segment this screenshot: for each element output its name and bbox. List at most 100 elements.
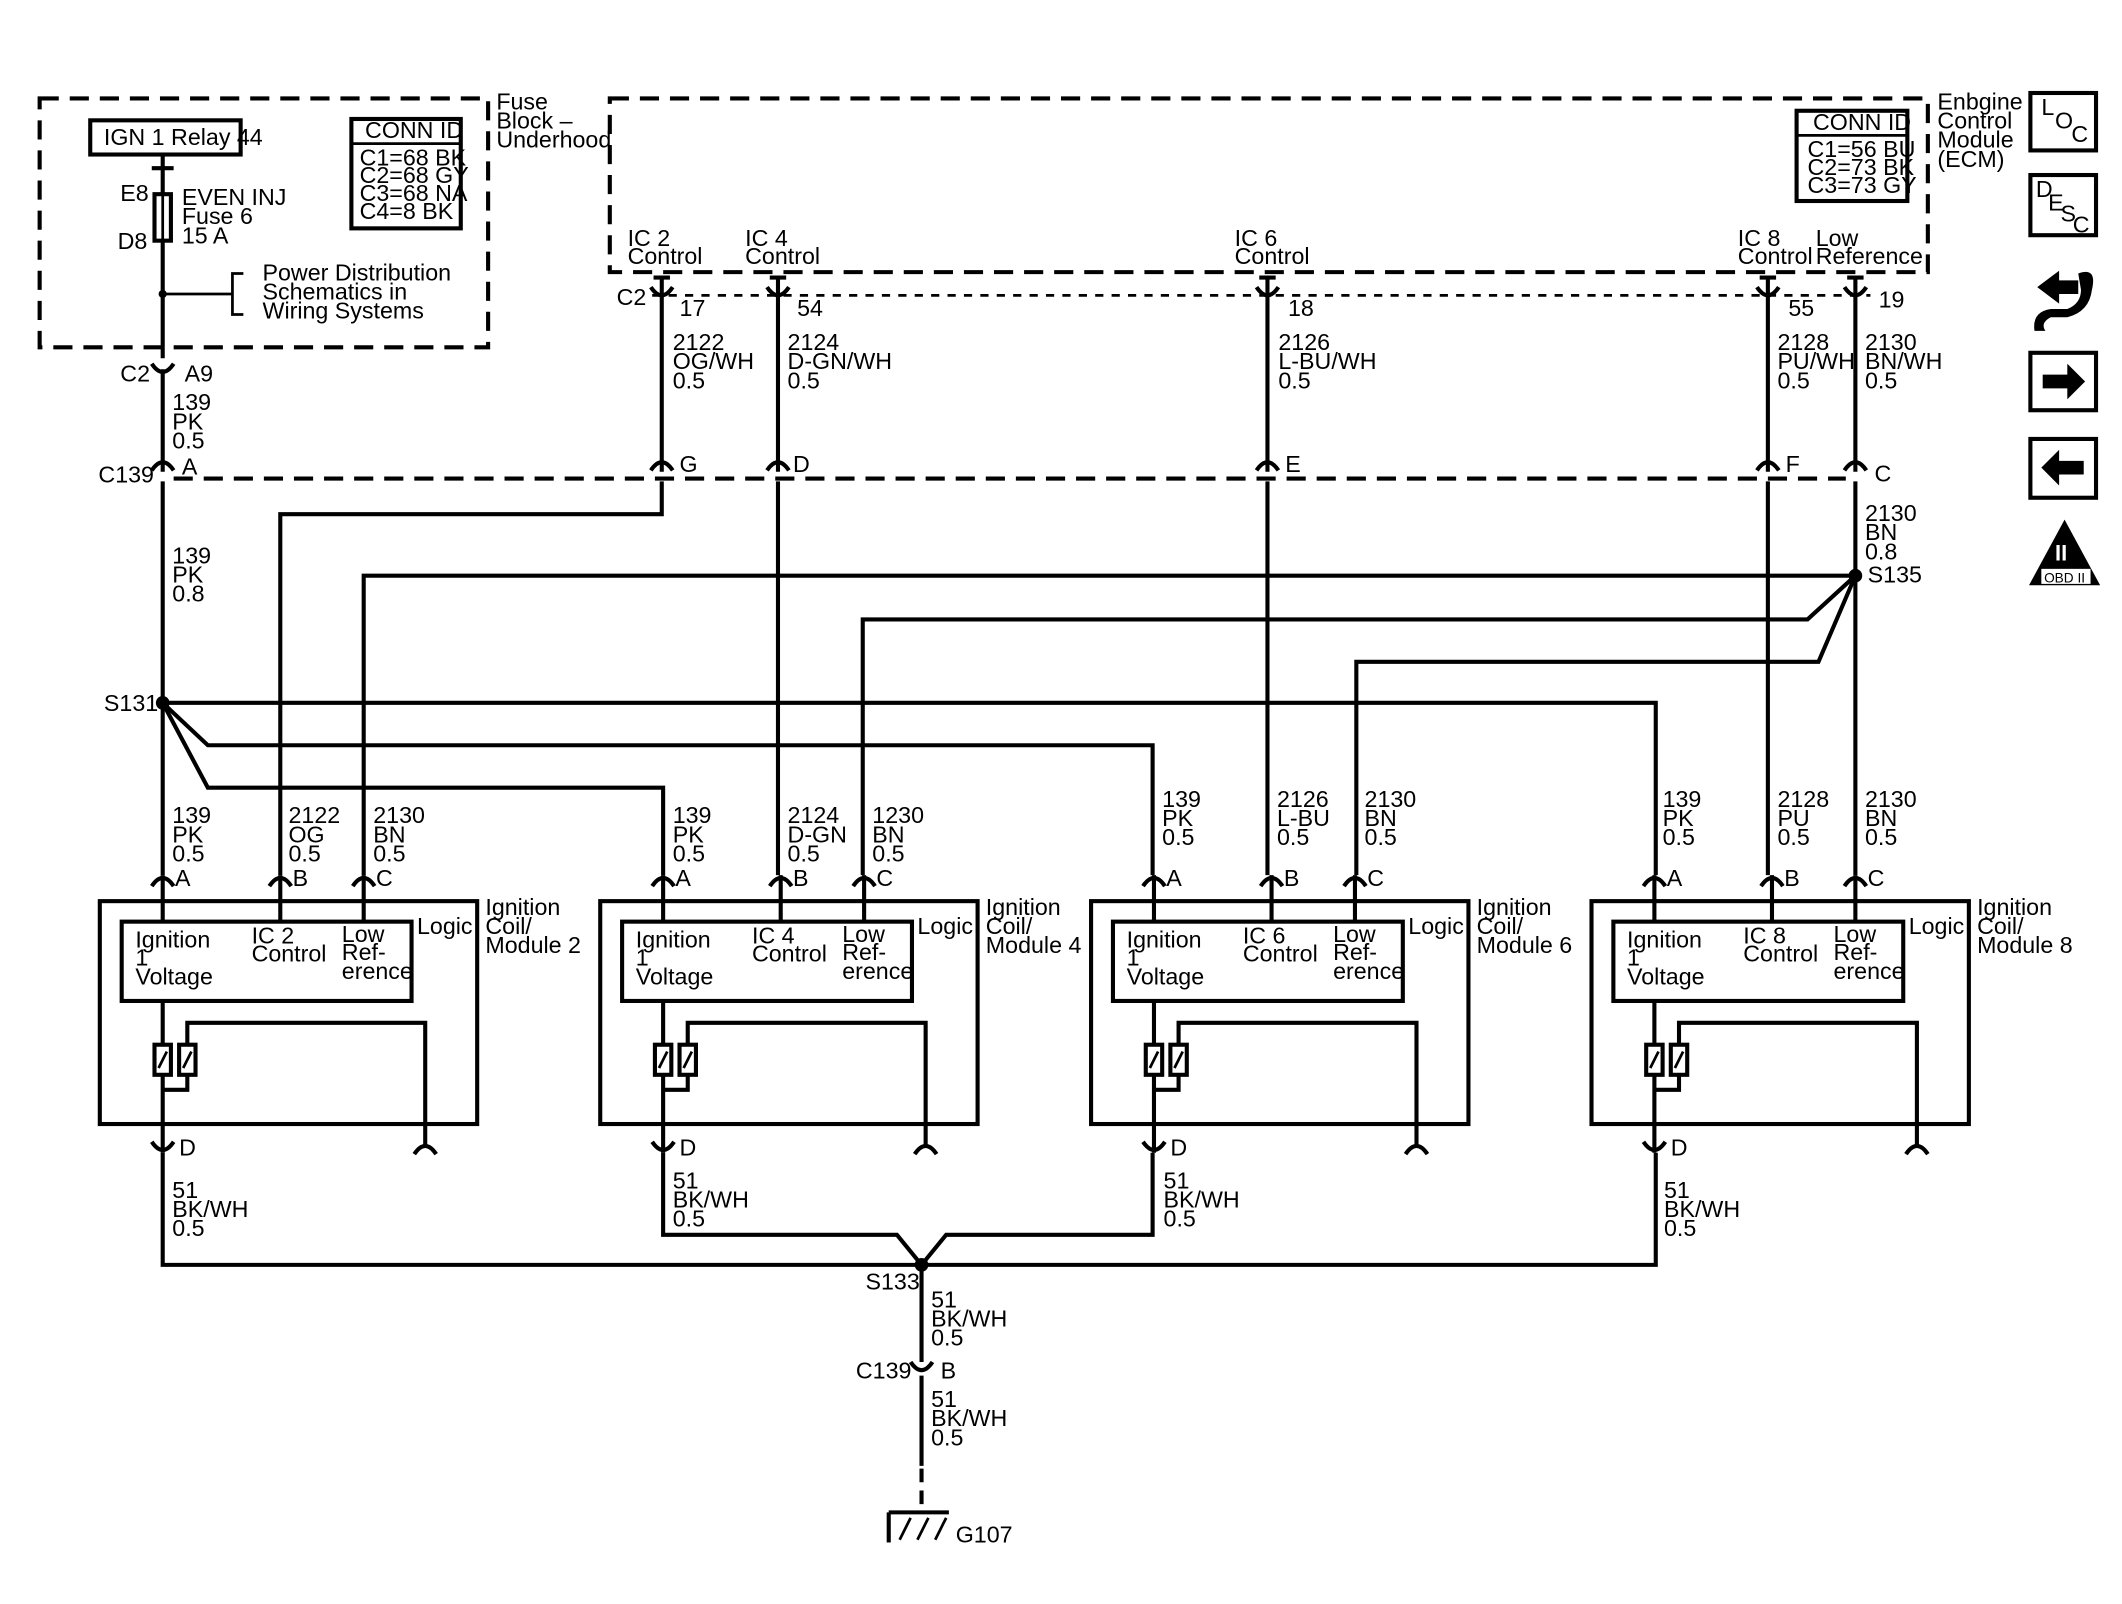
- fuse-conn-id-row: C1=68 BK: [360, 144, 467, 170]
- wire-label: BN: [872, 821, 904, 847]
- coil-inner-label: Ignition: [135, 927, 210, 953]
- wire-label: 139: [172, 542, 211, 568]
- coil-inner-label: Ref-: [842, 939, 886, 965]
- fuse-rating: 15 A: [182, 222, 229, 248]
- ecm-pin-name: Control: [745, 243, 820, 269]
- coil-pin-letter: C: [876, 865, 893, 891]
- loc-icon[interactable]: L O C: [2028, 90, 2099, 153]
- coil-pin-letter: A: [175, 865, 191, 891]
- ecm-title-3: Module: [1937, 127, 2013, 153]
- ecm-pin-name: Control: [1738, 243, 1813, 269]
- obd-ii-icon[interactable]: II OBD II: [2029, 519, 2101, 586]
- relay-label: IGN 1 Relay 44: [104, 124, 263, 150]
- wire-label: 2122: [288, 802, 340, 828]
- power-dist-link[interactable]: Wiring Systems: [263, 298, 424, 324]
- wire-label: 0.5: [1277, 824, 1309, 850]
- c139-pin: A: [182, 453, 198, 479]
- coil-pin-letter: B: [793, 865, 808, 891]
- arrow-left-icon[interactable]: [2028, 436, 2099, 500]
- coil-pin-letter: B: [293, 865, 308, 891]
- ecm-conn-id-table: CONN ID C1=56 BU C2=73 BK C3=73 GY: [1794, 108, 1917, 204]
- coil-inner-label: Voltage: [1127, 964, 1205, 990]
- ecm-conn-id-row: C3=73 GY: [1808, 172, 1917, 198]
- wire-label: 2126: [1278, 329, 1330, 355]
- coil-inner-label: erence: [342, 958, 413, 984]
- coil-inner-label: Ignition: [1127, 927, 1202, 953]
- coil-pin-letter: C: [1868, 865, 1885, 891]
- splice-label: S133: [865, 1268, 919, 1294]
- wire-label: 2128: [1777, 329, 1829, 355]
- wire-label: 0.5: [172, 428, 204, 454]
- coil-inner-label: erence: [842, 958, 913, 984]
- wire-label: 139: [1663, 786, 1702, 812]
- coil-pin-letter: A: [1667, 865, 1683, 891]
- fuse-conn-id-title: CONN ID: [365, 117, 463, 143]
- wire-label: 51: [673, 1167, 699, 1193]
- coil-logic-label: Logic: [1909, 913, 1965, 939]
- wire-label: 0.5: [1777, 824, 1809, 850]
- coil-inner-label: erence: [1333, 958, 1404, 984]
- power-dist-link[interactable]: Power Distribution: [263, 259, 452, 285]
- ecm-outline: [607, 96, 1930, 275]
- wire-label: D-GN/WH: [788, 348, 893, 374]
- power-dist-link[interactable]: Schematics in: [263, 278, 408, 304]
- coil-ground-connector: [650, 1140, 676, 1153]
- wire-label: 0.5: [1865, 824, 1897, 850]
- wire-label: 51: [172, 1177, 198, 1203]
- wire-label: 51: [1664, 1177, 1690, 1203]
- coil-inner-label: Voltage: [636, 964, 714, 990]
- desc-icon[interactable]: D E S C: [2028, 172, 2099, 237]
- splice-label: S135: [1868, 562, 1922, 588]
- wire-label: OG/WH: [673, 348, 754, 374]
- wire-label: 2130: [1365, 786, 1417, 812]
- nav-buttons: L O C D E S C II OBD II: [2028, 90, 2101, 586]
- fuse-block: Fuse Block – Underhood IGN 1 Relay 44 CO…: [37, 88, 611, 387]
- c139-label: C139: [98, 462, 154, 488]
- coil-inner-label: 1: [1627, 944, 1640, 970]
- coil-title: Module 2: [485, 932, 581, 958]
- coil-title: Ignition: [1477, 894, 1552, 920]
- wire-label: BK/WH: [172, 1196, 248, 1222]
- arrow-right-icon[interactable]: [2028, 350, 2099, 413]
- fuse-block-title-2: Block –: [496, 108, 572, 134]
- coil-title: Module 8: [1977, 932, 2073, 958]
- ecm-conn-id-row: C1=56 BU: [1808, 136, 1916, 162]
- wire-label: BK/WH: [1164, 1186, 1240, 1212]
- coil-title: Coil/: [485, 913, 532, 939]
- coil-pin-letter: B: [1784, 865, 1799, 891]
- ecm: Enbgine Control Module (ECM) CONN ID C1=…: [607, 88, 2023, 321]
- wire-label: D-GN: [788, 821, 847, 847]
- wire-label: 139: [673, 802, 712, 828]
- ecm-conn-id-box: [1794, 108, 1910, 204]
- coil-logic-box: [1611, 919, 1906, 1004]
- coil-title: Coil/: [1977, 913, 2024, 939]
- relay-box: [88, 118, 243, 157]
- ecm-pin-name: IC 4: [745, 225, 788, 251]
- ecm-pin-name: Control: [1235, 243, 1310, 269]
- obd-roman: II: [2055, 541, 2067, 566]
- ground-icon: [886, 1510, 949, 1543]
- fuse-name: EVEN INJ: [182, 184, 287, 210]
- coil-inner-label: Ref-: [1333, 939, 1377, 965]
- ecm-pin-number: 18: [1288, 295, 1314, 321]
- coil-ground-connector: [1141, 1140, 1167, 1153]
- wire-label: L-BU/WH: [1278, 348, 1376, 374]
- c139-pin: G: [680, 451, 698, 477]
- wire-label: BN: [373, 821, 405, 847]
- c139-pin: C: [1875, 460, 1892, 486]
- harness-icon[interactable]: [2034, 270, 2094, 331]
- fuse-conn-id-row: C4=8 BK: [360, 198, 454, 224]
- wire-label: BK/WH: [931, 1405, 1007, 1431]
- wire-label: OG: [288, 821, 324, 847]
- wire-label: 2130: [1865, 329, 1917, 355]
- c139-pin: F: [1786, 451, 1800, 477]
- coil-inner-label: Control: [752, 940, 827, 966]
- desc-letter: D: [2036, 176, 2053, 202]
- ecm-pin-name: IC 6: [1235, 225, 1278, 251]
- fuse-block-title-3: Underhood: [496, 127, 611, 153]
